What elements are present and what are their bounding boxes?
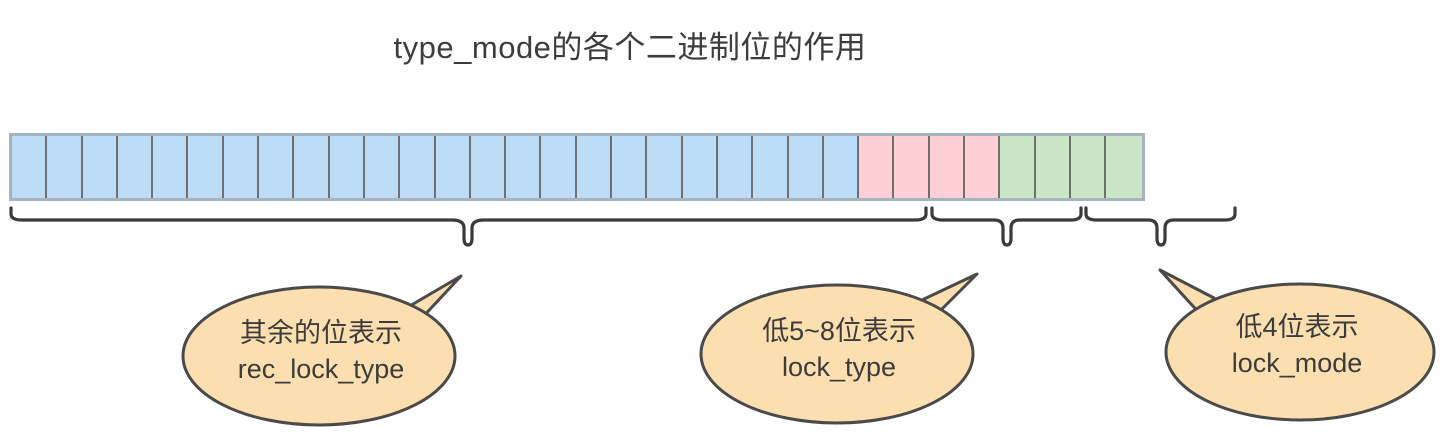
bit-cell-rec_lock_type: [117, 136, 154, 198]
callout-body-lock-type: [699, 283, 975, 425]
bit-cell-rec_lock_type: [223, 136, 260, 198]
bit-cell-rec_lock_type: [82, 136, 118, 198]
bit-cell-rec_lock_type: [506, 136, 542, 198]
bit-cell-rec_lock_type: [612, 136, 648, 198]
callout-shape-lock-type: [699, 272, 979, 425]
callout-shape-lock-mode: [1158, 268, 1436, 422]
bit-cell-rec_lock_type: [682, 136, 718, 198]
bit-cell-rec_lock_type: [294, 136, 330, 198]
bit-cell-rec_lock_type: [576, 136, 613, 198]
bit-cell-rec_lock_type: [753, 136, 789, 198]
callout-shape-rec-lock-type: [181, 274, 463, 427]
bit-cell-rec_lock_type: [823, 136, 860, 198]
brace-group: [9, 206, 1237, 247]
bit-cell-lock_type: [965, 136, 1001, 198]
bit-cell-lock_mode: [1000, 136, 1036, 198]
bit-cell-rec_lock_type: [435, 136, 471, 198]
callout-body-rec-lock-type: [181, 285, 457, 427]
bit-cell-rec_lock_type: [717, 136, 754, 198]
callout-lock-mode: 低4位表示 lock_mode: [1152, 268, 1442, 423]
brace-lock-type: [930, 206, 1083, 247]
bit-cell-lock_type: [859, 136, 895, 198]
page-title: type_mode的各个二进制位的作用: [393, 30, 867, 65]
bit-cell-rec_lock_type: [400, 136, 436, 198]
brace-lock-mode: [1084, 206, 1237, 247]
callout-rec-lock-type: 其余的位表示 rec_lock_type: [176, 274, 466, 429]
bit-cell-lock_type: [929, 136, 966, 198]
bit-cell-rec_lock_type: [364, 136, 401, 198]
bit-cell-rec_lock_type: [470, 136, 507, 198]
bit-cell-rec_lock_type: [153, 136, 189, 198]
bit-cell-rec_lock_type: [541, 136, 577, 198]
bit-cell-rec_lock_type: [47, 136, 83, 198]
bit-cell-rec_lock_type: [188, 136, 224, 198]
bit-cell-lock_type: [894, 136, 930, 198]
bit-cell-rec_lock_type: [647, 136, 683, 198]
callout-body-lock-mode: [1164, 282, 1436, 422]
brace-rec-lock-type: [9, 206, 928, 247]
bit-cell-rec_lock_type: [329, 136, 365, 198]
bit-cell-rec_lock_type: [259, 136, 295, 198]
bit-field-bar: [9, 133, 1145, 201]
bit-cell-lock_mode: [1035, 136, 1071, 198]
bit-cell-rec_lock_type: [12, 136, 48, 198]
bit-cell-lock_mode: [1070, 136, 1107, 198]
callout-lock-type: 低5~8位表示 lock_type: [694, 272, 984, 427]
bit-cell-rec_lock_type: [788, 136, 824, 198]
bit-cell-lock_mode: [1106, 136, 1142, 198]
